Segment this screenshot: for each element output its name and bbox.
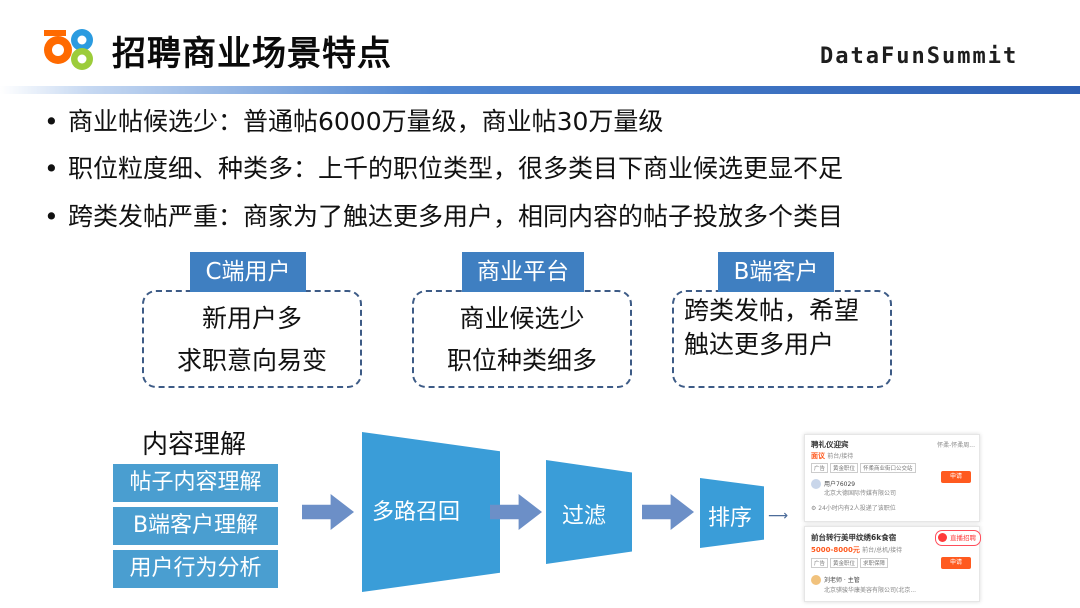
job-salary-line: 面议 前台/接待 — [811, 451, 853, 461]
understanding-item: 帖子内容理解 — [113, 464, 278, 502]
job-card[interactable]: 前台转行美甲纹绣6k食宿 直播招聘 5000-8000元 前台/总机/接待 广告… — [804, 526, 981, 602]
live-badge: 直播招聘 — [935, 530, 981, 546]
bullet-text: 跨类发帖严重：商家为了触达更多用户，相同内容的帖子投放多个类目 — [68, 202, 844, 231]
group-line: 求职意向易变 — [176, 346, 327, 375]
understanding-item: 用户行为分析 — [113, 550, 278, 588]
job-status: ⚙ 24小时内有2人投递了该职位 — [811, 505, 896, 512]
live-label: 直播招聘 — [950, 534, 976, 542]
understanding-item: B端客户理解 — [113, 507, 278, 545]
apply-button[interactable]: 申请 — [941, 471, 971, 483]
arrow-right-icon — [302, 494, 354, 530]
arrow-right-icon: ⟶ — [768, 508, 789, 524]
tag-c-user: C端用户 — [190, 252, 306, 292]
job-tag: 求职保障 — [860, 558, 889, 568]
rank-label: 排序 — [708, 506, 753, 531]
filter-funnel-stage — [546, 460, 632, 564]
job-status-text: 24小时内有2人投递了该职位 — [818, 505, 896, 512]
company-name: 北京大德国际传媒有限公司 — [824, 490, 897, 497]
bullet-item: • 商业帖候选少：普通帖6000万量级，商业帖30万量级 — [44, 102, 663, 138]
job-salary: 5000-8000元 — [811, 546, 860, 554]
bullet-dot: • — [44, 154, 59, 183]
header-divider — [0, 86, 1080, 94]
group-box-c-user: 新用户多 求职意向易变 — [142, 290, 362, 388]
job-salary: 面议 — [811, 452, 825, 460]
group-line: 职位种类细多 — [446, 346, 597, 375]
recall-label: 多路召回 — [372, 500, 461, 525]
group-line: 触达更多用户 — [684, 330, 835, 359]
arrow-right-icon — [642, 494, 694, 530]
job-salary-line: 5000-8000元 前台/总机/接待 — [811, 545, 902, 555]
poster-name: 用户76029 — [824, 481, 856, 488]
group-line: 跨类发帖，希望 — [684, 296, 860, 325]
bullet-item: • 职位粒度细、种类多：上千的职位类型，很多类目下商业候选更显不足 — [44, 149, 843, 185]
group-line: 新用户多 — [201, 304, 302, 333]
apply-button[interactable]: 申请 — [941, 557, 971, 569]
job-tag: 怀柔商业街口公交站 — [860, 463, 916, 473]
tag-b-client: B端客户 — [718, 252, 834, 292]
job-tag: 广告 — [811, 558, 829, 568]
company-name: 北京骐骏华康美容有限公司(北京... — [824, 587, 917, 594]
job-title: 前台转行美甲纹绣6k食宿 — [811, 533, 897, 542]
bullet-dot: • — [44, 202, 59, 231]
rank-funnel-stage — [700, 478, 764, 548]
bullet-text: 商业帖候选少：普通帖6000万量级，商业帖30万量级 — [68, 107, 664, 136]
group-line: 商业候选少 — [459, 304, 585, 333]
group-box-b-client: 跨类发帖，希望 触达更多用户 — [672, 290, 892, 388]
job-tags: 广告黄金职位求职保障 — [811, 558, 890, 568]
job-location: 怀柔-怀柔周... — [937, 442, 975, 449]
page-title: 招聘商业场景特点 — [112, 34, 392, 74]
job-title: 聘礼仪迎宾 — [811, 440, 849, 449]
job-tag: 黄金职位 — [830, 463, 859, 473]
bullet-dot: • — [44, 107, 59, 136]
brand-name: DataFunSummit — [820, 44, 1019, 69]
avatar — [811, 479, 821, 489]
live-icon — [938, 533, 947, 542]
brand-logo — [40, 22, 100, 72]
job-role: 前台/接待 — [827, 453, 854, 460]
recall-funnel-stage — [362, 432, 500, 592]
job-tags: 广告黄金职位怀柔商业街口公交站 — [811, 463, 918, 473]
job-card[interactable]: 聘礼仪迎宾 怀柔-怀柔周... 面议 前台/接待 广告黄金职位怀柔商业街口公交站… — [804, 434, 980, 522]
job-tag: 黄金职位 — [830, 558, 859, 568]
group-box-platform: 商业候选少 职位种类细多 — [412, 290, 632, 388]
filter-label: 过滤 — [562, 504, 607, 529]
poster-name: 刘老师 · 主管 — [824, 577, 860, 584]
understanding-title: 内容理解 — [142, 430, 247, 460]
tag-platform: 商业平台 — [462, 252, 584, 292]
bullet-text: 职位粒度细、种类多：上千的职位类型，很多类目下商业候选更显不足 — [68, 154, 844, 183]
avatar — [811, 575, 821, 585]
job-tag: 广告 — [811, 463, 829, 473]
job-role: 前台/总机/接待 — [862, 547, 903, 554]
bullet-item: • 跨类发帖严重：商家为了触达更多用户，相同内容的帖子投放多个类目 — [44, 197, 843, 233]
